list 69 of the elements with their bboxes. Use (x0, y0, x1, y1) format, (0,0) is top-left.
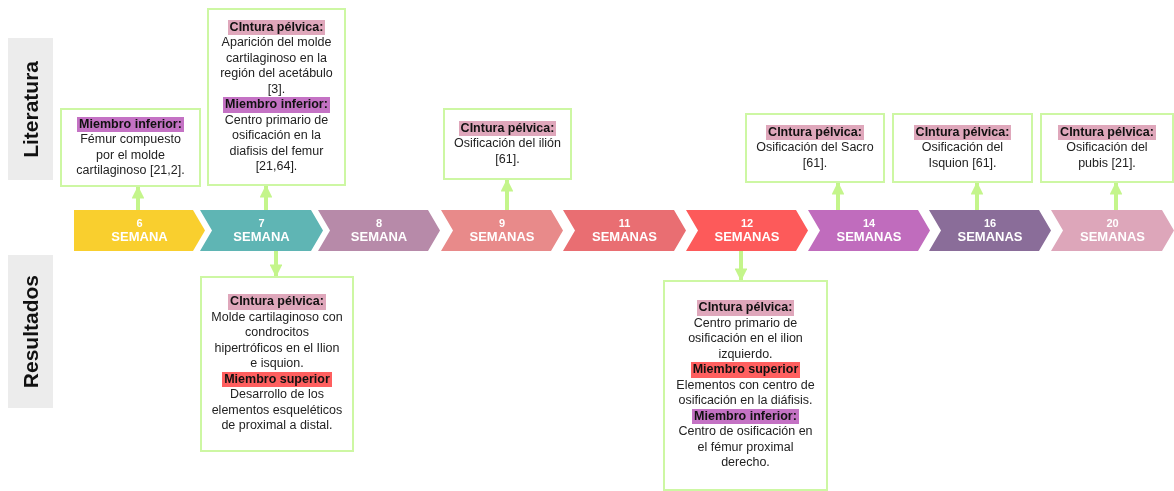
note-text: Fémur compuesto por el molde cartilaginoso [21,2]. (75, 132, 186, 179)
category-heading: CIntura pélvica: (228, 294, 326, 310)
arrow (1109, 181, 1123, 210)
note-text: Osificación del pubis [21]. (1065, 140, 1149, 172)
week-number: 20 (1106, 216, 1119, 229)
note-text: Centro de osificación en el fémur proximal derecho. (677, 424, 814, 471)
category-heading: CIntura pélvica: (766, 124, 864, 141)
note-card (443, 108, 572, 180)
category-heading: CIntura pélvica: (913, 124, 1012, 141)
week-step-banner (929, 210, 1051, 251)
week-step-banner (74, 210, 205, 251)
category-heading: CIntura pélvica: (458, 120, 557, 137)
category-heading: Miembro superior (690, 362, 801, 378)
week-number: 7 (258, 216, 265, 229)
week-number: 9 (498, 216, 506, 229)
note-text: Desarrollo de los elementos esqueléticos de proximal a distal. (210, 387, 344, 434)
note-card (663, 280, 828, 491)
week-number: 8 (375, 216, 383, 229)
note-text: Aparición del molde cartilaginoso en la región del acetábulo [3]. (219, 35, 334, 97)
week-label: SEMANAS (592, 228, 657, 245)
week-label: SEMANAS (1080, 228, 1145, 245)
note-card (745, 113, 885, 183)
note-text: Osificación del Sacro [61]. (755, 140, 875, 172)
week-step-banner (563, 210, 686, 251)
week-label: SEMANAS (836, 228, 902, 245)
arrow (734, 251, 748, 282)
week-label: SEMANA (350, 228, 408, 245)
week-step-banner (318, 210, 440, 251)
note-text: Osificación del ilión [61]. (453, 136, 562, 168)
category-heading: CIntura pélvica: (227, 19, 326, 35)
note-card (892, 113, 1033, 183)
category-heading: Miembro inferior: (223, 97, 330, 113)
arrow (500, 178, 514, 210)
note-text: Molde cartilaginoso con condrocitos hipertróficos en el Ilion e isquion. (210, 309, 344, 372)
category-heading: Miembro inferior: (77, 116, 184, 132)
note-card (1040, 113, 1174, 183)
week-number: 6 (136, 216, 143, 229)
note-card (207, 8, 346, 186)
section-label: Resultados (18, 274, 43, 389)
week-label: SEMANAS (957, 228, 1023, 245)
section-label: Literatura (18, 60, 43, 158)
note-text: Centro primario de osificación en el ilion izquierdo. (687, 315, 804, 363)
note-text: Osificación del Isquion [61]. (920, 140, 1005, 172)
week-number: 14 (862, 216, 876, 229)
week-number: 12 (740, 216, 754, 229)
note-card (200, 276, 354, 452)
arrow (831, 181, 845, 210)
note-text: Centro primario de osificación en la diafisis del femur [21,64]. (223, 112, 330, 175)
arrow (259, 184, 273, 210)
category-heading: Miembro inferior: (692, 408, 799, 425)
week-step-banner (200, 210, 323, 251)
category-heading: Miembro superior (222, 371, 332, 388)
week-label: SEMANAS (469, 228, 535, 245)
arrow (131, 185, 145, 210)
category-heading: CIntura pélvica: (1058, 124, 1156, 141)
note-card (60, 108, 201, 187)
week-step-banner (808, 210, 930, 251)
week-label: SEMANA (233, 228, 290, 245)
week-step-banner (1051, 210, 1174, 251)
week-label: SEMANAS (714, 228, 780, 245)
arrow (970, 181, 984, 210)
week-label: SEMANA (111, 228, 168, 245)
week-step-banner (441, 210, 563, 251)
note-text: Elementos con centro de osificación en la diáfisis. (675, 377, 816, 409)
arrow (269, 251, 283, 278)
week-number: 11 (618, 216, 631, 229)
week-step-banner (686, 210, 808, 251)
week-number: 16 (983, 216, 997, 229)
category-heading: CIntura pélvica: (696, 300, 795, 316)
